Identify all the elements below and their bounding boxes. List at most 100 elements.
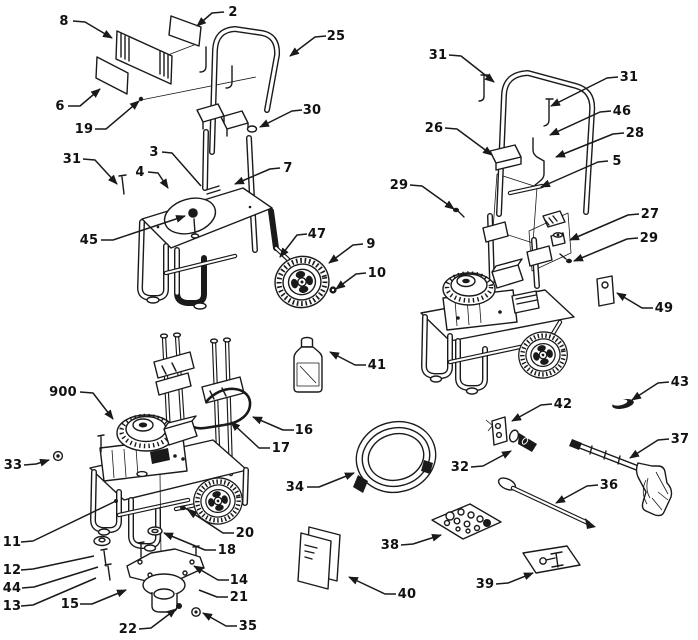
callout-31c: 31 [620, 70, 639, 85]
leader-41 [329, 351, 366, 366]
frame-bolt-part [138, 96, 144, 102]
pump-axis-line [159, 473, 162, 557]
leader-39 [495, 572, 534, 585]
leader-12 [20, 555, 95, 571]
callout-900: 900 [49, 385, 77, 400]
bolt-29-right-part [559, 253, 572, 264]
callout-17: 17 [272, 441, 291, 456]
leader-15 [80, 589, 127, 605]
callout-26: 26 [425, 121, 444, 136]
leader-6 [68, 88, 101, 107]
deck-slot [205, 185, 221, 195]
leader-46 [549, 110, 612, 136]
leader-37 [629, 438, 670, 459]
leader-31c [550, 76, 619, 107]
wheel-nut-part [329, 286, 337, 294]
leader-9 [328, 243, 364, 264]
callout-41: 41 [368, 358, 387, 373]
leader-16 [252, 416, 294, 431]
engine-b [442, 258, 540, 331]
leader-45 [101, 215, 186, 241]
callout-42: 42 [554, 397, 573, 412]
hose-end [193, 423, 225, 430]
leader-30 [259, 109, 303, 128]
leader-4 [147, 171, 169, 189]
leader-32 [470, 450, 512, 468]
mount-bolts-part [100, 548, 112, 581]
callout-25: 25 [327, 29, 346, 44]
callout-29b: 29 [640, 231, 659, 246]
callout-5: 5 [612, 154, 621, 169]
hook-pin-right-part [543, 98, 554, 127]
frame-legs-c [90, 467, 249, 552]
frame-pin-part [118, 174, 127, 195]
leader-8 [72, 20, 113, 39]
alignment-line [140, 42, 257, 101]
oil-bottle-part [293, 336, 323, 393]
callout-40: 40 [398, 587, 417, 602]
leader-7 [234, 167, 281, 185]
handle-bar [209, 26, 281, 155]
leader-13 [20, 577, 97, 607]
leader-43 [631, 381, 670, 401]
callout-11: 11 [3, 535, 22, 550]
ring-33-part [52, 450, 64, 462]
deck-hole-2 [248, 205, 252, 209]
leader-33 [23, 458, 50, 467]
bolt-29-left-part [453, 207, 465, 218]
handle-clamps [196, 103, 249, 137]
callout-31a: 31 [63, 152, 82, 167]
assembly-power-unit [52, 332, 252, 617]
handle-cap [246, 125, 258, 133]
callout-7: 7 [283, 161, 292, 176]
callout-44: 44 [3, 581, 22, 596]
callout-47: 47 [308, 227, 327, 242]
panel-hooks [199, 46, 233, 89]
front-panel [95, 56, 129, 95]
callout-16: 16 [295, 423, 314, 438]
manual-part [297, 526, 341, 590]
callout-14: 14 [230, 573, 249, 588]
wheel-right-unit [514, 327, 571, 382]
callout-29a: 29 [390, 178, 409, 193]
pump-assembly [126, 541, 205, 617]
nozzle-part [508, 429, 537, 452]
leader-20 [187, 509, 234, 534]
callout-49: 49 [655, 301, 674, 316]
leader-22 [138, 608, 177, 630]
callout-3: 3 [149, 145, 158, 160]
callout-10: 10 [368, 266, 387, 281]
callout-30: 30 [303, 103, 322, 118]
leader-11 [20, 500, 117, 543]
leader-36 [555, 484, 599, 504]
leader-5 [540, 160, 609, 188]
hook-pin-left-part [478, 74, 489, 102]
assembly-cart-engine [420, 70, 615, 395]
callout-labels: 2 8 6 19 25 30 3 31 4 7 45 47 9 10 31 31… [3, 5, 689, 637]
back-panel-hatch [120, 33, 169, 79]
callout-18: 18 [218, 543, 237, 558]
leader-42 [511, 403, 553, 422]
callout-6: 6 [55, 99, 64, 114]
leader-31b [448, 54, 495, 83]
leader-27 [569, 213, 640, 241]
callout-28: 28 [626, 126, 645, 141]
wand-part [497, 477, 596, 529]
disc-part [612, 399, 634, 409]
leader-21 [198, 589, 228, 598]
callout-19: 19 [75, 122, 94, 137]
callout-22: 22 [119, 622, 138, 637]
leader-29b [573, 237, 639, 262]
callout-31b: 31 [429, 48, 448, 63]
callout-33: 33 [4, 458, 23, 473]
hose-coil-part [353, 420, 437, 494]
wheel-front [270, 251, 333, 312]
callout-46: 46 [613, 104, 632, 119]
mount-plate [168, 15, 202, 47]
callout-35: 35 [239, 619, 258, 634]
leader-44 [21, 566, 99, 589]
leader-3 [161, 151, 202, 187]
deck-knob-part [188, 208, 200, 239]
